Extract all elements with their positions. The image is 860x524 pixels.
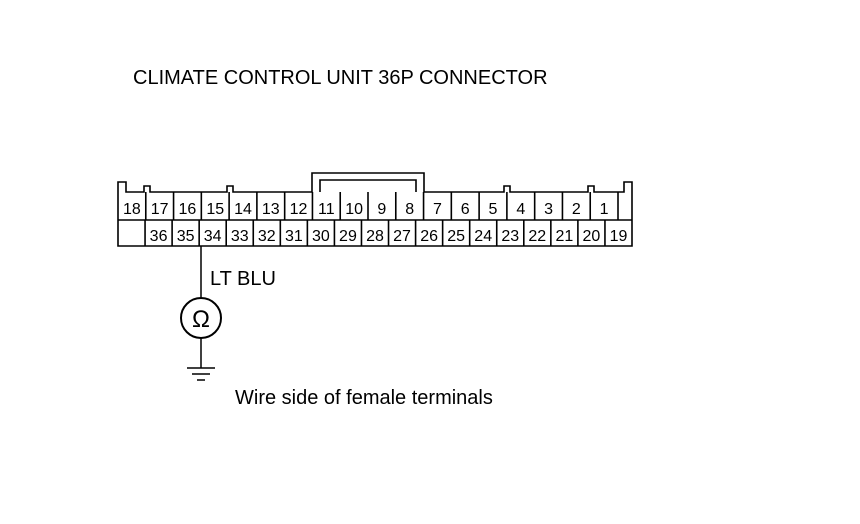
pin-number-30: 30 (312, 228, 330, 245)
connector-36p (117, 172, 633, 247)
pin-number-13: 13 (262, 201, 280, 218)
pin-number-12: 12 (290, 201, 308, 218)
bottom-row-pins: 36 35 34 33 32 31 30 29 28 27 26 25 24 23 22 21 20 19 (150, 228, 628, 245)
pin-number-11: 11 (318, 201, 335, 218)
pin-number-28: 28 (366, 228, 384, 245)
pin-number-32: 32 (258, 228, 276, 245)
top-row-pins: 18 17 16 15 14 13 12 11 10 9 8 7 6 5 4 3 2 1 (123, 201, 609, 218)
svg-text:Ω: Ω (192, 306, 210, 333)
pin-number-3: 3 (544, 201, 553, 218)
pin-number-7: 7 (433, 201, 442, 218)
pin-number-15: 15 (206, 201, 224, 218)
pin-number-8: 8 (405, 201, 414, 218)
pin-number-27: 27 (393, 228, 411, 245)
pin-number-9: 9 (377, 201, 386, 218)
connector-outline (117, 172, 633, 247)
pin-number-34: 34 (204, 228, 222, 245)
pin-number-5: 5 (489, 201, 498, 218)
pin-number-2: 2 (572, 201, 581, 218)
pin-number-16: 16 (179, 201, 197, 218)
pin-number-24: 24 (474, 228, 492, 245)
caption: Wire side of female terminals (235, 387, 493, 409)
pin-number-23: 23 (501, 228, 519, 245)
pin-number-14: 14 (234, 201, 252, 218)
pin-number-29: 29 (339, 228, 357, 245)
pin-number-18: 18 (123, 201, 141, 218)
pin-number-26: 26 (420, 228, 438, 245)
wire-color-label: LT BLU (210, 268, 276, 290)
pin-number-17: 17 (151, 201, 169, 218)
bottom-row-dividers (144, 220, 606, 246)
ground-icon (187, 367, 215, 381)
pin-number-1: 1 (600, 201, 609, 218)
connector-latch (319, 179, 417, 192)
pin-number-25: 25 (447, 228, 465, 245)
pin-number-22: 22 (528, 228, 546, 245)
pin-number-21: 21 (555, 228, 573, 245)
pin-number-4: 4 (516, 201, 525, 218)
pin-number-10: 10 (345, 201, 363, 218)
pin-number-31: 31 (285, 228, 303, 245)
pin-number-20: 20 (583, 228, 601, 245)
pin-number-6: 6 (461, 201, 470, 218)
diagram-title: CLIMATE CONTROL UNIT 36P CONNECTOR (133, 67, 548, 89)
pin-number-36: 36 (150, 228, 168, 245)
pin-number-35: 35 (177, 228, 195, 245)
ohmmeter-icon: Ω (180, 297, 222, 339)
pin-number-19: 19 (610, 228, 628, 245)
top-row-dividers (144, 192, 619, 220)
pin-number-33: 33 (231, 228, 249, 245)
